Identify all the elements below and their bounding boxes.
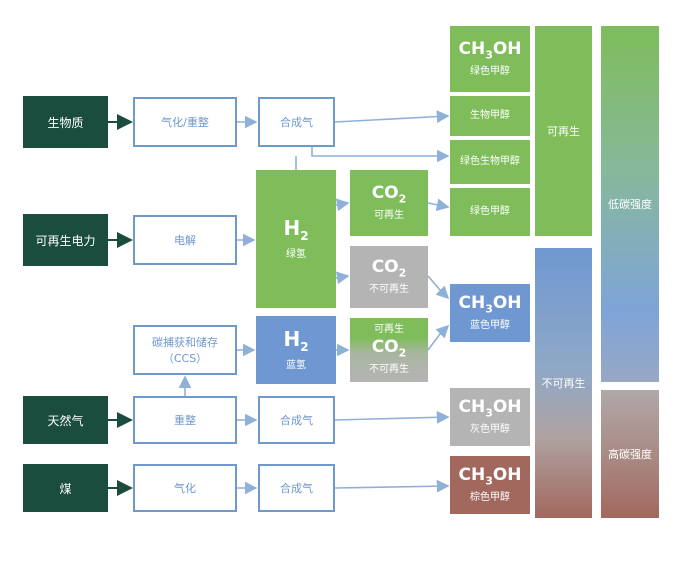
process-syngas-biomass: 合成气 <box>258 97 335 147</box>
methanol-green-formula: CH3OH <box>458 38 522 62</box>
arrow-syngas-to-grey-methanol <box>334 410 450 424</box>
arrow-syngas-to-biomethanol <box>334 110 450 123</box>
column-nonrenewable-label: 不可再生 <box>541 377 586 390</box>
co2-renewable-formula: CO2 <box>371 182 407 206</box>
process-syngas-natural-gas: 合成气 <box>258 396 335 444</box>
arrow-syngas-to-brown-methanol <box>334 479 450 493</box>
process-reforming: 重整 <box>133 396 237 444</box>
column-low-carbon-label: 低碳强度 <box>608 198 652 211</box>
source-biomass: 生物质 <box>23 96 108 148</box>
co2-mixed-box: 可再生 CO2 不可再生 <box>350 318 428 382</box>
green-hydrogen-label: 绿氢 <box>286 249 306 260</box>
arrow-syngas-to-greenbio <box>311 147 450 163</box>
arrow-co2-mixed-to-blue <box>427 324 450 351</box>
green-hydrogen-formula: H2 <box>283 216 309 243</box>
source-natural-gas-label: 天然气 <box>47 413 84 428</box>
process-ccs-label: 碳捕获和储存（CCS） <box>152 336 218 365</box>
column-renewable-label: 可再生 <box>547 125 580 138</box>
methanol-grey-formula: CH3OH <box>458 396 522 420</box>
process-syngas-coal: 合成气 <box>258 464 335 512</box>
methanol-green-e-label: 绿色甲醇 <box>470 206 510 217</box>
co2-mixed-bottom-label: 不可再生 <box>369 364 409 376</box>
process-syngas-natural-gas-label: 合成气 <box>280 414 313 427</box>
arrow-h2-to-co2-nonrenewable <box>335 271 350 285</box>
methanol-bio-label: 生物甲醇 <box>470 110 510 121</box>
column-renewable: 可再生 <box>535 26 592 236</box>
co2-renewable-box: CO2 可再生 <box>350 170 428 236</box>
methanol-blue-label: 蓝色甲醇 <box>470 320 510 332</box>
process-gasification-label: 气化 <box>174 482 196 495</box>
methanol-brown-label: 棕色甲醇 <box>470 492 510 504</box>
co2-nonrenewable-label: 不可再生 <box>369 284 409 296</box>
methanol-brown-box: CH3OH 棕色甲醇 <box>450 456 530 514</box>
column-high-carbon: 高碳强度 <box>601 390 659 518</box>
process-electrolysis-label: 电解 <box>174 234 196 247</box>
process-ccs: 碳捕获和储存（CCS） <box>133 325 237 375</box>
methanol-green-label: 绿色甲醇 <box>470 66 510 78</box>
source-natural-gas: 天然气 <box>23 396 108 444</box>
source-biomass-label: 生物质 <box>47 115 84 130</box>
co2-mixed-formula: CO2 <box>371 336 407 360</box>
methanol-blue-box: CH3OH 蓝色甲醇 <box>450 284 530 342</box>
blue-hydrogen-formula: H2 <box>283 327 309 354</box>
process-syngas-coal-label: 合成气 <box>280 482 313 495</box>
arrow-co2-to-green-methanol <box>427 198 450 212</box>
arrow-h2-to-co2-renewable <box>335 198 350 212</box>
blue-hydrogen-box: H2 蓝氢 <box>256 316 336 384</box>
methanol-green-e-box: 绿色甲醇 <box>450 188 530 236</box>
co2-renewable-label: 可再生 <box>374 210 404 222</box>
column-high-carbon-label: 高碳强度 <box>608 448 652 461</box>
methanol-green-box: CH3OH 绿色甲醇 <box>450 26 530 92</box>
methanol-grey-label: 灰色甲醇 <box>470 424 510 436</box>
process-syngas-biomass-label: 合成气 <box>280 116 313 129</box>
source-coal-label: 煤 <box>59 481 72 496</box>
process-gasification-reforming: 气化/重整 <box>133 97 237 147</box>
methanol-green-bio-box: 绿色生物甲醇 <box>450 140 530 184</box>
co2-nonrenewable-box: CO2 不可再生 <box>350 246 428 308</box>
methanol-grey-box: CH3OH 灰色甲醇 <box>450 388 530 446</box>
methanol-green-bio-label: 绿色生物甲醇 <box>460 156 520 167</box>
source-renewable-power: 可再生电力 <box>23 214 108 266</box>
blue-hydrogen-label: 蓝氢 <box>286 360 306 371</box>
process-gasification-reforming-label: 气化/重整 <box>161 116 209 129</box>
co2-nonrenewable-formula: CO2 <box>371 256 407 280</box>
process-reforming-label: 重整 <box>174 414 196 427</box>
green-hydrogen-box: H2 绿氢 <box>256 170 336 308</box>
process-gasification: 气化 <box>133 464 237 512</box>
methanol-blue-formula: CH3OH <box>458 292 522 316</box>
column-low-carbon: 低碳强度 <box>601 26 659 382</box>
co2-mixed-top-label: 可再生 <box>374 323 404 335</box>
process-electrolysis: 电解 <box>133 215 237 265</box>
source-coal: 煤 <box>23 464 108 512</box>
methanol-brown-formula: CH3OH <box>458 464 522 488</box>
arrow-co2-nonrenew-to-blue <box>427 275 450 300</box>
source-renewable-power-label: 可再生电力 <box>35 233 96 248</box>
methanol-bio-box: 生物甲醇 <box>450 96 530 136</box>
column-nonrenewable: 不可再生 <box>535 248 592 518</box>
